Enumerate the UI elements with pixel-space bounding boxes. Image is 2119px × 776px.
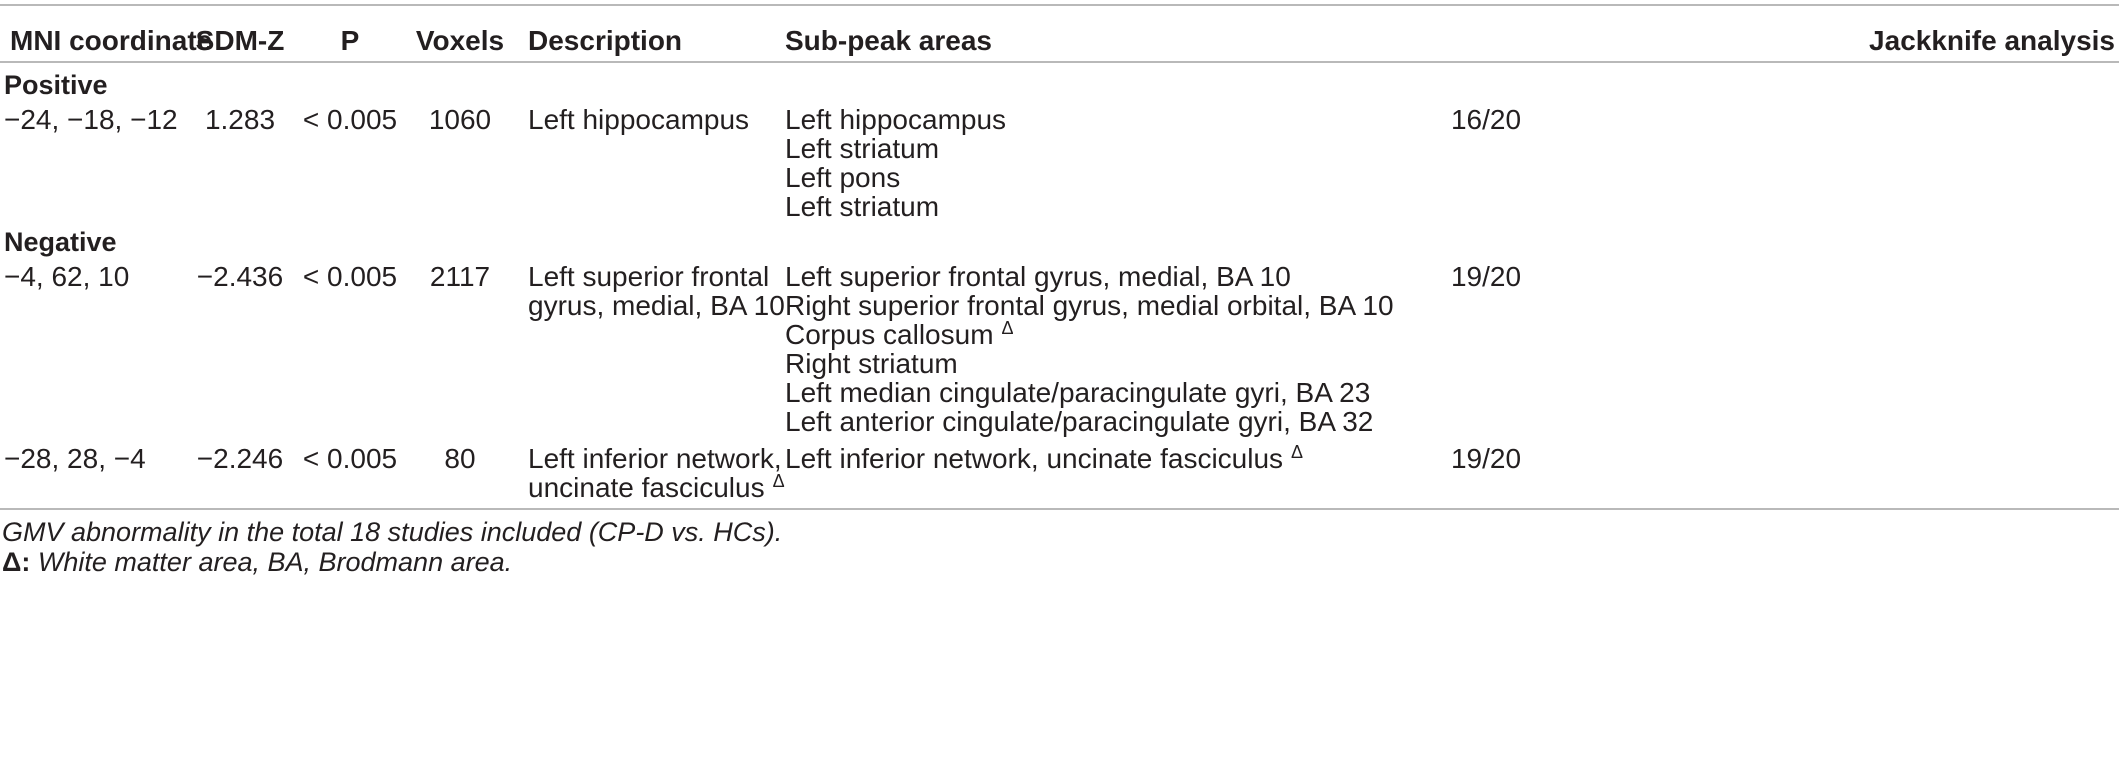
footnote-gmv: GMV abnormality in the total 18 studies … [2, 517, 783, 547]
footnote-delta-symbol: Δ: [2, 547, 31, 577]
header-sub-peak-areas: Sub-peak areas [785, 25, 992, 56]
cell-description: Left superior frontal [528, 261, 770, 292]
cell-jackknife: 19/20 [1450, 261, 1522, 292]
header-voxels: Voxels [415, 25, 505, 56]
cell-subpeak: Right superior frontal gyrus, medial orb… [785, 290, 1394, 321]
cell-description: gyrus, medial, BA 10 [528, 290, 785, 321]
cell-jackknife: 19/20 [1450, 443, 1522, 474]
cell-voxels: 1060 [428, 104, 492, 135]
cell-subpeak: Left median cingulate/paracingulate gyri… [785, 377, 1371, 408]
header-description: Description [528, 25, 683, 56]
subpeak-text: Corpus callosum [785, 319, 994, 350]
delta-marker: Δ [1001, 317, 1014, 338]
header-jackknife-analysis: Jackknife analysis [1869, 25, 2115, 56]
section-label-negative: Negative [4, 227, 117, 257]
cell-jackknife: 16/20 [1450, 104, 1522, 135]
cell-subpeak: Left anterior cingulate/paracingulate gy… [785, 406, 1374, 437]
header-bottom-rule [0, 61, 2119, 63]
delta-marker: Δ [772, 470, 785, 491]
cell-mni: −24, −18, −12 [4, 104, 178, 135]
cell-subpeak: Right striatum [785, 348, 958, 379]
cell-mni: −28, 28, −4 [4, 443, 146, 474]
cell-voxels: 80 [444, 443, 476, 474]
section-label-positive: Positive [4, 70, 108, 100]
cell-description: Left inferior network, [528, 443, 782, 474]
cell-subpeak: Left striatum [785, 191, 940, 222]
cell-subpeak-with-delta: Corpus callosum Δ [785, 315, 1014, 354]
header-p: P [340, 25, 360, 56]
subpeak-text: Left inferior network, uncinate fascicul… [785, 443, 1284, 474]
cell-description-with-delta: uncinate fasciculus Δ [528, 468, 785, 507]
table-bottom-rule [0, 508, 2119, 510]
cell-p: < 0.005 [302, 261, 398, 292]
description-text: uncinate fasciculus [528, 472, 765, 503]
cell-sdm-z: 1.283 [204, 104, 276, 135]
cell-subpeak: Left hippocampus [785, 104, 1007, 135]
footnote-abbreviations: Δ: White matter area, BA, Brodmann area. [2, 544, 512, 580]
cell-voxels: 2117 [429, 261, 491, 292]
cell-sdm-z: −2.246 [196, 443, 284, 474]
cell-description: Left hippocampus [528, 104, 750, 135]
table-top-rule [0, 4, 2119, 6]
cell-subpeak: Left striatum [785, 133, 940, 164]
cell-sdm-z: −2.436 [196, 261, 284, 292]
header-sdm-z: SDM-Z [195, 25, 285, 56]
cell-mni: −4, 62, 10 [4, 261, 130, 292]
cell-subpeak-with-delta: Left inferior network, uncinate fascicul… [785, 439, 1303, 478]
cell-p: < 0.005 [302, 104, 398, 135]
cell-subpeak: Left superior frontal gyrus, medial, BA … [785, 261, 1291, 292]
footnote-abbreviations-text: White matter area, BA, Brodmann area. [30, 547, 513, 577]
header-mni-coordinate: MNI coordinate [10, 25, 213, 56]
delta-marker: Δ [1291, 441, 1304, 462]
cell-subpeak: Left pons [785, 162, 901, 193]
cell-p: < 0.005 [302, 443, 398, 474]
